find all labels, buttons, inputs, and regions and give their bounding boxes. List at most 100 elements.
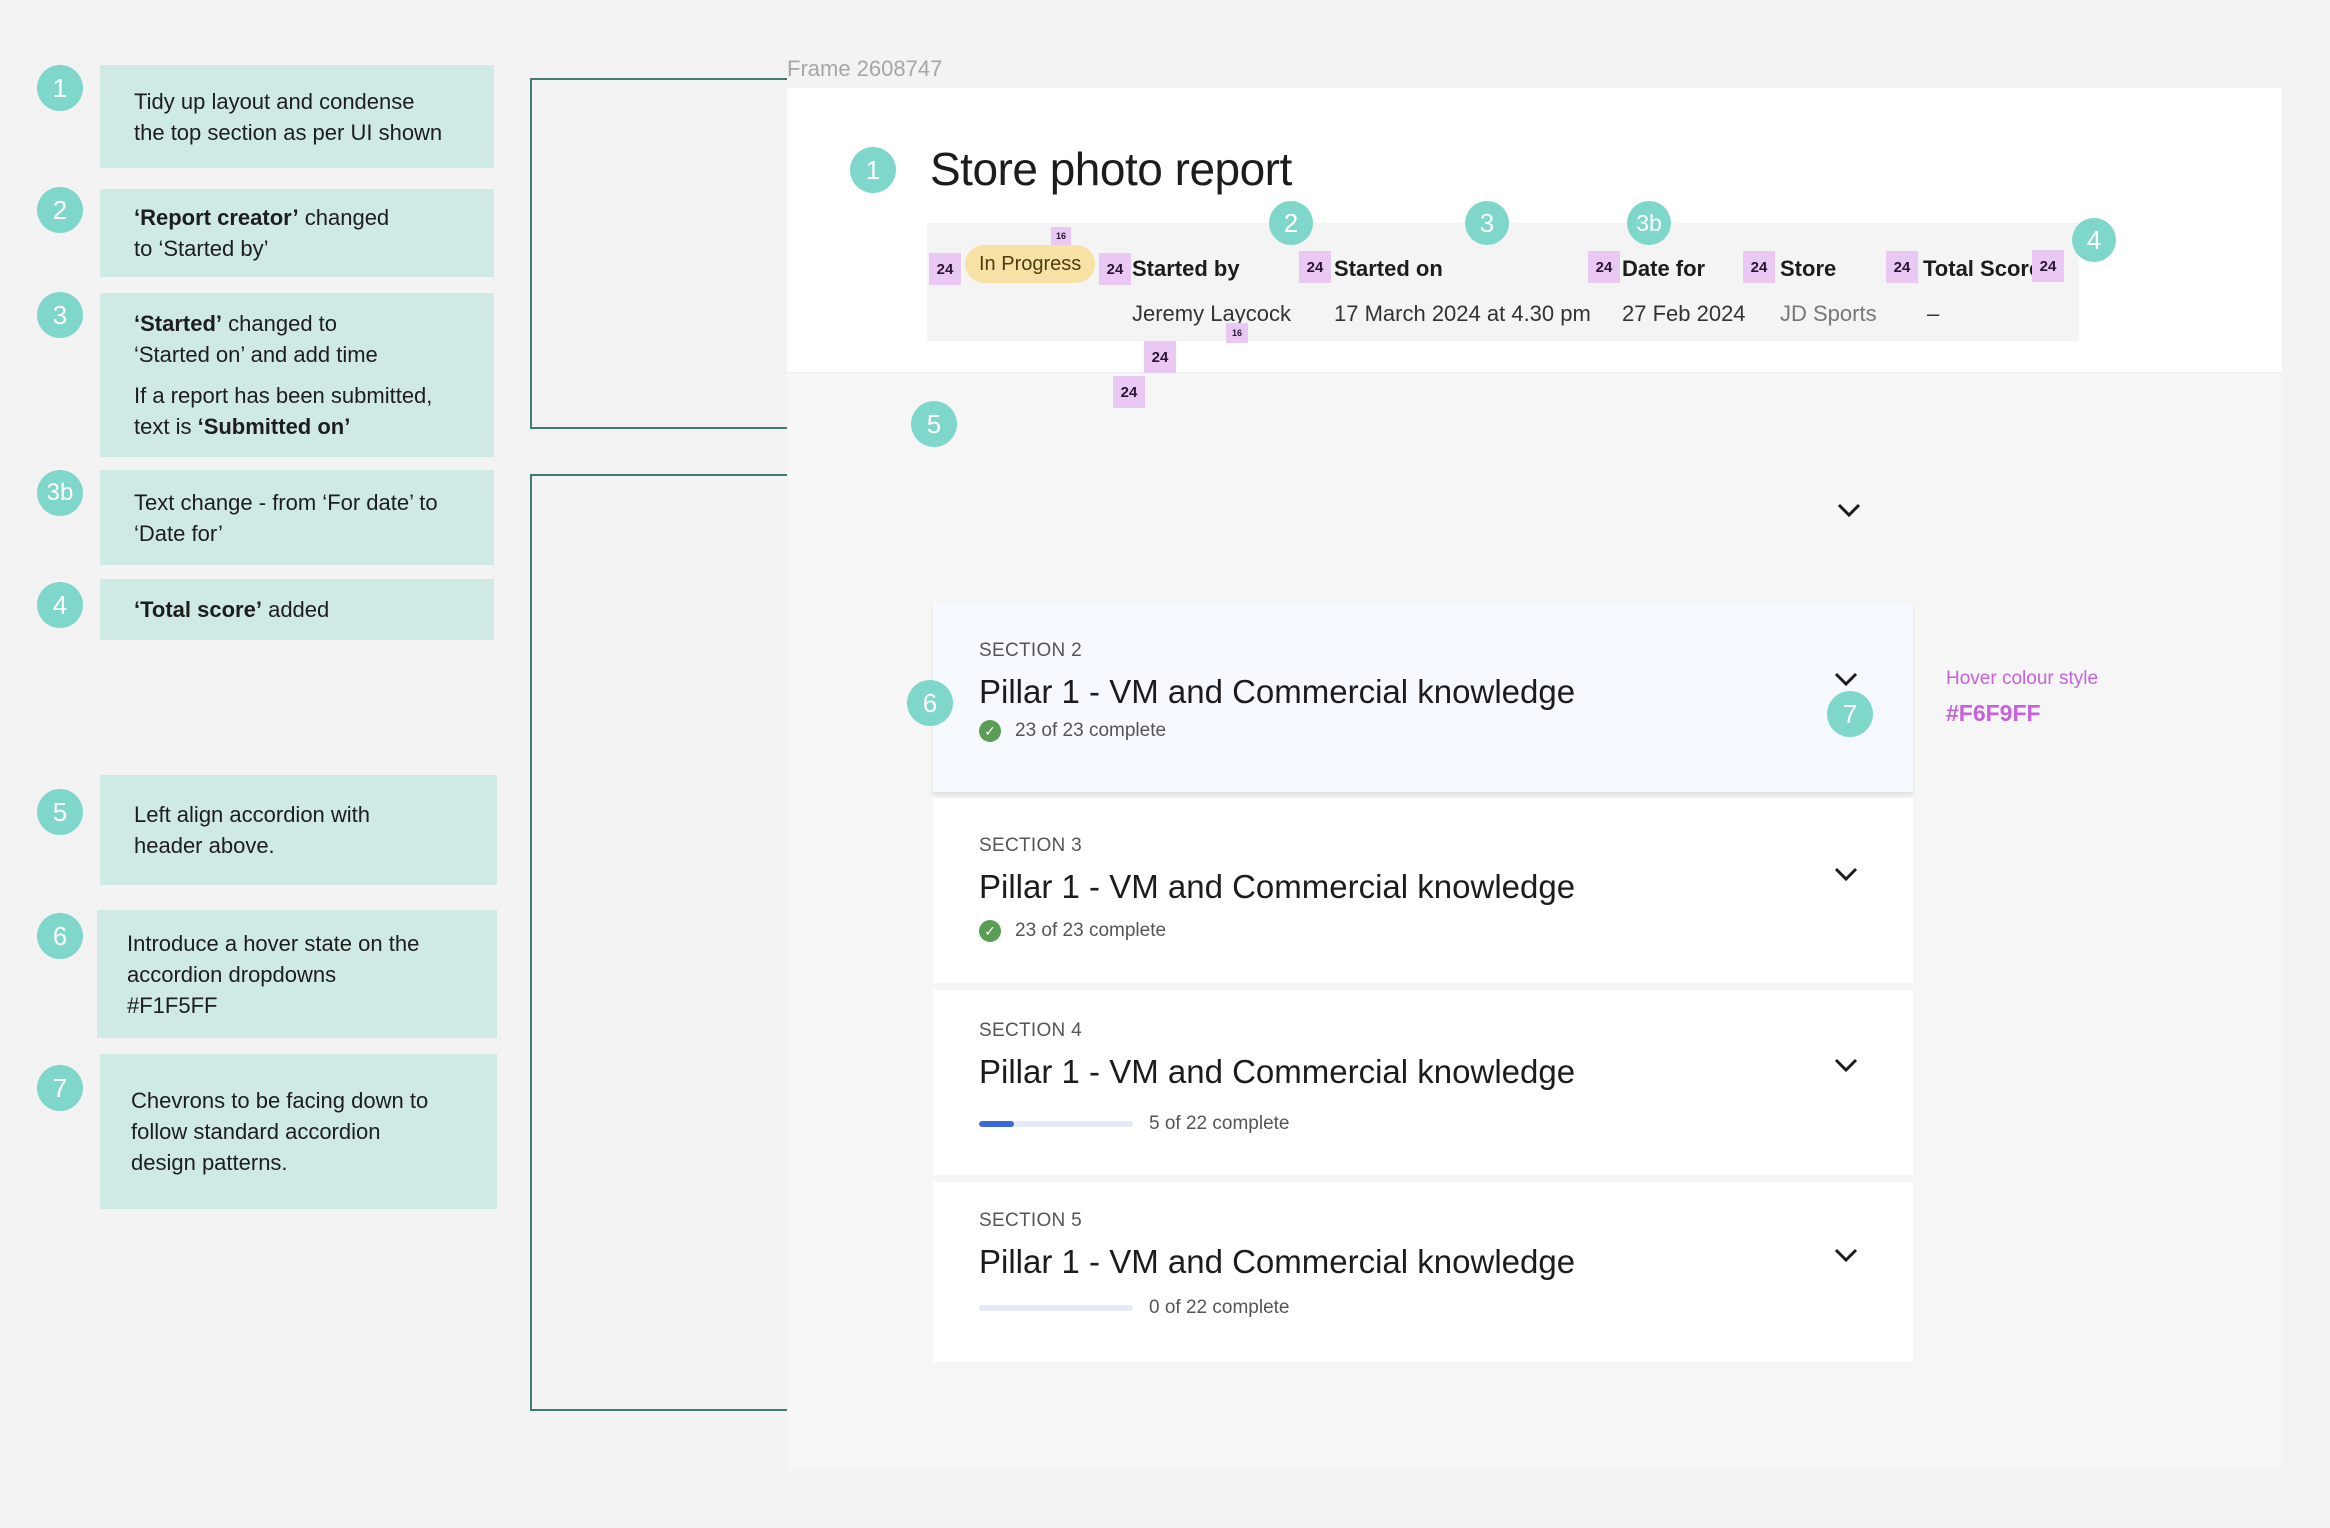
chevron-down-icon[interactable] <box>1832 865 1860 883</box>
section-number: SECTION 4 <box>979 1020 1082 1041</box>
section-status: ✓ 23 of 23 complete <box>979 920 1166 942</box>
status-text: 23 of 23 complete <box>1015 920 1167 941</box>
note-text: follow standard accordion <box>131 1119 381 1144</box>
section-status: 0 of 22 complete <box>979 1297 1289 1319</box>
spacing-tag: 24 <box>929 253 961 285</box>
note-text: Chevrons to be facing down to <box>131 1088 429 1113</box>
annotation-note-5: Left align accordion with header above. <box>100 775 497 885</box>
started-by-value: Jeremy Laycock <box>1132 301 1291 326</box>
progress-bar <box>979 1121 1133 1127</box>
store-value: JD Sports <box>1780 301 1877 326</box>
note-text-bold: ‘Started’ <box>134 311 223 336</box>
note-text: the top section as per UI shown <box>134 119 443 145</box>
report-metadata: 24 In Progress 16 24 2 Started by Jeremy… <box>927 201 2116 343</box>
annotation-note-4: ‘Total score’ added <box>100 579 494 640</box>
date-for-label: Date for <box>1622 256 1706 281</box>
section-title: Pillar 1 - VM and Commercial knowledge <box>979 1243 1576 1280</box>
note-text: Introduce a hover state on the <box>127 930 420 956</box>
page-title: Store photo report <box>930 143 1292 195</box>
chevron-down-icon[interactable] <box>1832 670 1860 688</box>
chevron-down-icon[interactable] <box>1832 1246 1860 1264</box>
section-number: SECTION 5 <box>979 1210 1082 1231</box>
note-text-bold: ‘Total score’ <box>134 597 262 622</box>
annotation-note-1: Tidy up layout and condense the top secti… <box>100 65 494 168</box>
annotation-marker-2: 2 <box>37 187 83 233</box>
note-text: design patterns. <box>131 1150 288 1175</box>
hover-colour-label: Hover colour style <box>1946 668 2099 689</box>
annotation-marker-1: 1 <box>37 65 83 111</box>
date-for-value: 27 Feb 2024 <box>1622 301 1746 326</box>
status-badge: In Progress <box>965 245 1096 283</box>
accordion-item[interactable]: SECTION 3 Pillar 1 - VM and Commercial k… <box>933 798 1913 983</box>
progress-fill <box>979 1121 1015 1127</box>
note-text: If a report has been submitted, <box>134 383 433 408</box>
annotation-marker-3b: 3b <box>1627 201 1671 245</box>
accordion-item[interactable]: SECTION 2 Pillar 1 - VM and Commercial k… <box>933 603 1913 792</box>
frame-label: Frame 2608747 <box>787 56 943 81</box>
annotation-marker-6: 6 <box>37 913 83 959</box>
annotation-note-2: ‘Report creator’ changed to ‘Started by’ <box>100 189 494 277</box>
store-label: Store <box>1780 256 1837 281</box>
section-status: 5 of 22 complete <box>979 1113 1289 1135</box>
annotation-marker-4: 4 <box>2072 218 2116 262</box>
note-text-bold: ‘Report creator’ <box>134 205 299 230</box>
status-text: 5 of 22 complete <box>1149 1113 1290 1134</box>
note-text: to ‘Started by’ <box>134 236 269 261</box>
annotation-note-3b: Text change - from ‘For date’ to ‘Date fo… <box>100 470 494 565</box>
annotation-marker-2: 2 <box>1269 201 1313 245</box>
note-text: Left align accordion with <box>134 802 371 827</box>
note-text: added <box>261 597 330 622</box>
annotation-note-7: Chevrons to be facing down to follow stan… <box>100 1054 497 1209</box>
progress-bar <box>979 1305 1133 1311</box>
chevron-down-icon[interactable] <box>1835 501 1863 519</box>
annotation-note-3: ‘Started’ changed to ‘Started on’ and add… <box>100 293 494 457</box>
annotation-marker-1: 1 <box>850 147 896 193</box>
started-by-label: Started by <box>1132 256 1240 281</box>
spacing-tag: 24 <box>1099 253 1131 285</box>
check-circle-icon: ✓ <box>979 920 1001 942</box>
note-text: ‘Started on’ and add time <box>134 342 378 367</box>
section-title: Pillar 1 - VM and Commercial knowledge <box>979 868 1576 905</box>
spacing-tag: 16 <box>1051 227 1071 245</box>
started-on-label: Started on <box>1334 256 1443 281</box>
connector-bracket-header <box>530 78 787 429</box>
hover-colour-hex: #F6F9FF <box>1946 700 2041 726</box>
spacing-tag: 24 <box>1144 341 1176 373</box>
check-circle-icon: ✓ <box>979 720 1001 742</box>
started-on-value: 17 March 2024 at 4.30 pm <box>1334 301 1591 326</box>
note-text: accordion dropdowns <box>127 961 337 987</box>
status-text: 23 of 23 complete <box>1015 720 1167 741</box>
annotation-marker-5: 5 <box>37 789 83 835</box>
note-text: Text change - from ‘For date’ to <box>134 489 438 515</box>
status-text: 0 of 22 complete <box>1149 1297 1290 1318</box>
spacing-tag: 24 <box>1299 251 1331 283</box>
note-text: changed to <box>222 311 338 336</box>
annotation-marker-7: 7 <box>37 1065 83 1111</box>
annotation-marker-7: 7 <box>1827 691 1873 737</box>
note-text: changed <box>298 205 390 230</box>
report-header: 1 Store photo report 24 In Progress 16 2… <box>787 88 2282 373</box>
annotation-note-6: Introduce a hover state on the accordion … <box>97 910 497 1038</box>
total-score-label: Total Score <box>1923 256 2042 281</box>
note-text: text is <box>134 414 198 439</box>
chevron-down-icon[interactable] <box>1832 1056 1860 1074</box>
annotation-marker-3: 3 <box>37 292 83 338</box>
note-text: Tidy up layout and condense <box>134 88 415 114</box>
spacing-tag: 24 <box>1588 251 1620 283</box>
section-title: Pillar 1 - VM and Commercial knowledge <box>979 673 1576 710</box>
note-text: #F1F5FF <box>127 992 218 1018</box>
annotation-marker-6: 6 <box>907 680 953 726</box>
report-frame: 1 Store photo report 24 In Progress 16 2… <box>787 88 2282 1470</box>
note-text-bold: ‘Submitted on’ <box>197 414 351 439</box>
note-text: ‘Date for’ <box>134 520 223 546</box>
connector-bracket-accordion <box>530 474 845 1411</box>
note-text: header above. <box>134 833 275 858</box>
spacing-tag: 24 <box>2032 250 2064 282</box>
accordion-item[interactable]: SECTION 4 Pillar 1 - VM and Commercial k… <box>933 990 1913 1175</box>
total-score-value: – <box>1927 301 1940 326</box>
spacing-tag: 24 <box>1886 251 1918 283</box>
accordion-item[interactable]: SECTION 5 Pillar 1 - VM and Commercial k… <box>933 1182 1913 1362</box>
section-number: SECTION 3 <box>979 835 1082 856</box>
section-number: SECTION 2 <box>979 640 1082 661</box>
annotation-marker-5: 5 <box>911 401 957 447</box>
